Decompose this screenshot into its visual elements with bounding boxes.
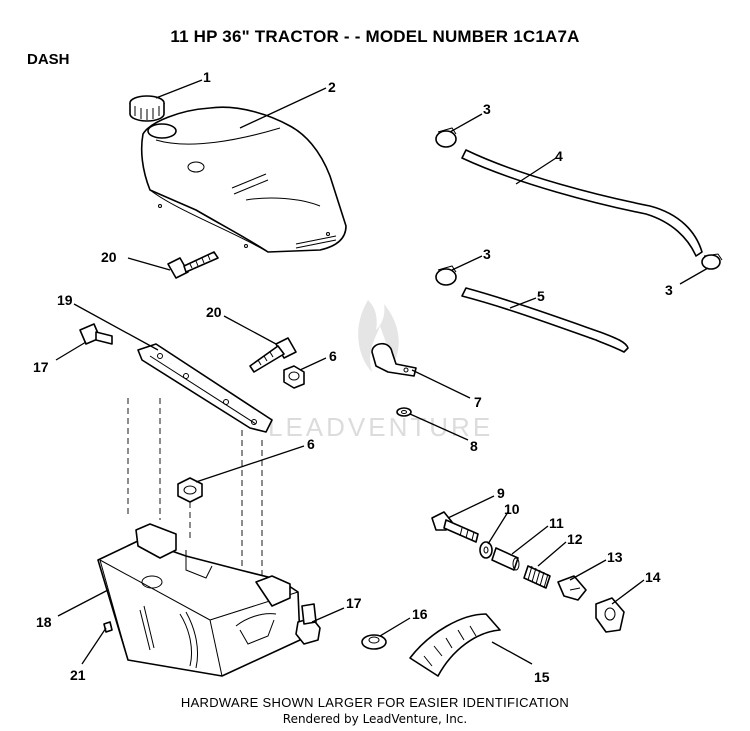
hose-clamp-upper-part bbox=[435, 127, 457, 148]
callout-21: 21 bbox=[70, 667, 86, 683]
bushing-part bbox=[595, 597, 625, 633]
fuel-hose-long-part bbox=[461, 149, 703, 257]
fuel-cap-part bbox=[129, 95, 165, 122]
watermark-text: LEADVENTURE bbox=[268, 412, 493, 442]
callout-17-lower: 17 bbox=[346, 595, 362, 611]
render-credit: Rendered by LeadVenture, Inc. bbox=[282, 712, 468, 726]
callout-15: 15 bbox=[534, 669, 550, 685]
nut-upper-part bbox=[283, 365, 305, 389]
callout-3-middle: 3 bbox=[483, 246, 491, 262]
leader-lines bbox=[55, 79, 709, 665]
callout-6-upper: 6 bbox=[329, 348, 337, 364]
callout-1: 1 bbox=[203, 69, 211, 85]
fuel-hose-short-part bbox=[461, 287, 629, 353]
hose-clamp-right-part bbox=[701, 253, 723, 270]
callout-4: 4 bbox=[555, 148, 563, 164]
washer-part bbox=[396, 407, 412, 417]
callout-5: 5 bbox=[537, 288, 545, 304]
hose-clamp-middle-part bbox=[435, 265, 457, 286]
washer-large-part bbox=[479, 541, 493, 559]
screw-upper-part bbox=[167, 251, 219, 279]
callout-8: 8 bbox=[470, 438, 478, 454]
spacer-part bbox=[491, 547, 520, 571]
callout-3-upper: 3 bbox=[483, 101, 491, 117]
callout-11: 11 bbox=[549, 515, 564, 531]
section-label: DASH bbox=[27, 51, 70, 68]
callout-7: 7 bbox=[474, 394, 482, 410]
bolt-lower-part bbox=[295, 603, 321, 645]
callout-16: 16 bbox=[412, 606, 428, 622]
decal-part bbox=[409, 613, 501, 677]
spring-part bbox=[523, 565, 551, 589]
dash-bracket-part bbox=[137, 343, 273, 433]
bolt-long-part bbox=[431, 511, 479, 543]
callout-12: 12 bbox=[567, 531, 583, 547]
dash-panel-part bbox=[97, 523, 301, 677]
page-title: 11 HP 36" TRACTOR - - MODEL NUMBER 1C1A7… bbox=[170, 27, 580, 46]
callout-6-lower: 6 bbox=[307, 436, 315, 452]
callout-13: 13 bbox=[607, 549, 623, 565]
callout-20-upper: 20 bbox=[101, 249, 117, 265]
callout-14: 14 bbox=[645, 569, 661, 585]
assembly-dashed-lines bbox=[127, 398, 263, 576]
screw-small-part bbox=[103, 621, 113, 633]
bracket-small-part bbox=[557, 575, 587, 601]
callout-20-middle: 20 bbox=[206, 304, 222, 320]
hose-clip-part bbox=[371, 342, 417, 377]
callout-2: 2 bbox=[328, 79, 336, 95]
callout-9: 9 bbox=[497, 485, 505, 501]
fuel-tank-part bbox=[140, 106, 347, 253]
callout-18: 18 bbox=[36, 614, 52, 630]
screw-middle-part bbox=[249, 337, 297, 373]
watermark-logo: LEADVENTURE bbox=[268, 300, 493, 442]
nut-flange-part bbox=[361, 634, 387, 650]
callout-19: 19 bbox=[57, 292, 73, 308]
nut-lower-part bbox=[177, 477, 203, 503]
hardware-note: HARDWARE SHOWN LARGER FOR EASIER IDENTIF… bbox=[180, 695, 570, 710]
callout-10: 10 bbox=[504, 501, 520, 517]
callout-3-right: 3 bbox=[665, 282, 673, 298]
bolt-upper-part bbox=[79, 323, 113, 345]
callout-17-upper: 17 bbox=[33, 359, 49, 375]
